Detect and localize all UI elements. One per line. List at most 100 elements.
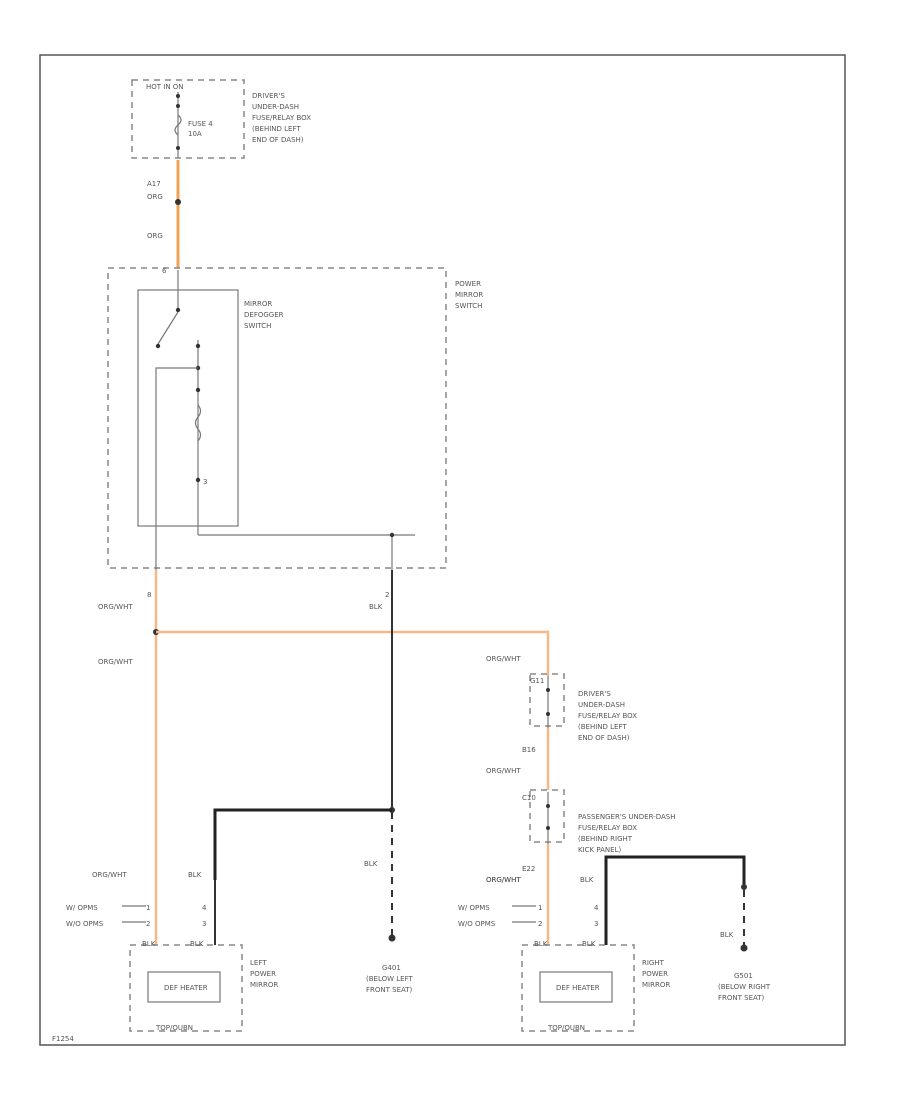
right-ground-line-1: G501 (734, 972, 753, 980)
passenger-fuse-block: C10 PASSENGER'S UNDER-DASH FUSE/RELAY BO… (486, 789, 675, 884)
top-fuse-loc-3: FUSE/RELAY BOX (252, 114, 311, 122)
passenger-fuse-loc-4: KICK PANEL) (578, 846, 621, 854)
driver-fuse-block: ORG/WHT G11 DRIVER'S UNDER-DASH FUSE/REL… (486, 655, 637, 775)
top-fuse-block: HOT IN ON FUSE 4 10A DRIVER'S UNDER-DASH… (131, 79, 311, 159)
left-mirror-opt-2: W/O OPMS (66, 920, 104, 928)
switch-contact (157, 311, 179, 345)
left-power-mirror: ORG/WHT BLK W/ OPMS W/O OPMS 1 2 4 3 BLK… (66, 871, 278, 1032)
left-mirror-ground-wire (213, 808, 392, 880)
top-fuse-loc-4: (BEHIND LEFT (252, 125, 301, 133)
left-mirror-title-2: POWER (250, 970, 276, 978)
switch-title-3: SWITCH (455, 302, 482, 310)
driver-fuse-connector: G11 (530, 677, 544, 685)
driver-fuse-connector-id: B16 (522, 746, 536, 754)
ground-branch-wire: BLK (369, 603, 383, 611)
left-ground-line-3: FRONT SEAT) (366, 986, 413, 994)
left-ground-line-2: (BELOW LEFT (366, 975, 413, 983)
power-mirror-switch-box (107, 267, 447, 569)
left-mirror-bottom-left: BLK (142, 940, 156, 948)
right-mirror-ground-wire (604, 855, 746, 945)
right-ground-line-3: FRONT SEAT) (718, 994, 765, 1002)
defogger-switch-box (137, 289, 239, 527)
right-mirror-bottom-left: BLK (534, 940, 548, 948)
right-mirror-pin-4: 3 (594, 920, 598, 928)
defogger-label-2: DEFOGGER (244, 311, 284, 319)
right-mirror-title-3: MIRROR (642, 981, 670, 989)
right-power-mirror: ORG/WHT BLK W/ OPMS W/O OPMS 1 2 4 3 BLK… (458, 855, 771, 1032)
power-mirror-switch: POWER MIRROR SWITCH 6 MIRROR DEFOGGER SW… (107, 267, 483, 570)
passenger-fuse-box (529, 789, 565, 843)
right-mirror-title-1: RIGHT (642, 959, 665, 967)
right-mirror-wire-org: ORG/WHT (486, 876, 521, 884)
hot-wire-label-2: ORG (147, 193, 163, 201)
top-fuse-box (131, 79, 245, 159)
diagram-frame (39, 54, 846, 1046)
left-mirror-title-3: MIRROR (250, 981, 278, 989)
right-mirror-opt-2: W/O OPMS (458, 920, 496, 928)
left-ground-wire: BLK (364, 860, 378, 868)
left-mirror-pin-1: 1 (146, 904, 150, 912)
driver-fuse-wire-top: ORG/WHT (486, 655, 521, 663)
left-ground-point (388, 934, 396, 942)
hot-wire-splice (175, 199, 181, 205)
right-mirror-box (521, 944, 635, 1032)
top-fuse-loc-5: END OF DASH) (252, 136, 304, 144)
figure-id: F1254 (52, 1035, 74, 1043)
right-mirror-heater-label: DEF HEATER (556, 984, 600, 992)
top-fuse-loc-2: UNDER-DASH (252, 103, 299, 111)
driver-fuse-loc-5: END OF DASH) (578, 734, 630, 742)
left-ground-line-1: G401 (382, 964, 401, 972)
switch-pin-mid: 3 (203, 478, 207, 486)
driver-fuse-box (529, 673, 565, 727)
left-branch-wire: ORG/WHT (98, 603, 133, 611)
left-branch-wire-lower: ORG/WHT (98, 658, 133, 666)
left-mirror-bottom-right: BLK (190, 940, 204, 948)
left-mirror-footer: TOP/OUBN (155, 1024, 193, 1032)
left-mirror-wire-org: ORG/WHT (92, 871, 127, 879)
right-mirror-bottom-right: BLK (582, 940, 596, 948)
right-mirror-pin-2: 2 (538, 920, 542, 928)
left-mirror-pin-4: 3 (202, 920, 206, 928)
right-mirror-footer: TOP/OUBN (547, 1024, 585, 1032)
passenger-fuse-loc-1: PASSENGER'S UNDER-DASH (578, 813, 675, 821)
passenger-fuse-wire-bottom: ORG/WHT (486, 876, 521, 884)
hot-wire-label-3: ORG (147, 232, 163, 240)
defogger-label-1: MIRROR (244, 300, 272, 308)
driver-fuse-loc-1: DRIVER'S (578, 690, 611, 698)
right-mirror-heater (539, 971, 613, 1003)
switch-pin-top: 6 (162, 267, 167, 275)
top-fuse-label-2: 10A (188, 130, 202, 138)
driver-fuse-loc-3: FUSE/RELAY BOX (578, 712, 637, 720)
hot-wire-label-1: A17 (147, 180, 161, 188)
left-mirror-heater (147, 971, 221, 1003)
left-mirror-box (129, 944, 243, 1032)
left-mirror-heater-label: DEF HEATER (164, 984, 208, 992)
left-mirror-opt-1: W/ OPMS (66, 904, 98, 912)
switch-title-1: POWER (455, 280, 481, 288)
driver-fuse-loc-2: UNDER-DASH (578, 701, 625, 709)
left-mirror-pin-2: 2 (146, 920, 150, 928)
passenger-fuse-loc-2: FUSE/RELAY BOX (578, 824, 637, 832)
left-mirror-pin-3: 4 (202, 904, 207, 912)
switch-ground-line (198, 534, 393, 570)
indicator-resistor (194, 404, 202, 442)
left-mirror-title-1: LEFT (250, 959, 267, 967)
driver-fuse-wire-bottom: ORG/WHT (486, 767, 521, 775)
fuse-symbol (174, 114, 182, 136)
right-mirror-pin-3: 4 (594, 904, 599, 912)
right-ground-point (740, 944, 748, 952)
left-mirror-wire-blk: BLK (188, 871, 202, 879)
right-mirror-opt-1: W/ OPMS (458, 904, 490, 912)
ground-branch-pin: 2 (385, 591, 389, 599)
switch-output-line (155, 367, 198, 570)
top-fuse-header: HOT IN ON (146, 83, 184, 91)
top-fuse-loc-1: DRIVER'S (252, 92, 285, 100)
top-fuse-label-1: FUSE 4 (188, 120, 213, 128)
right-mirror-wire-blk: BLK (580, 876, 594, 884)
passenger-fuse-connector: C10 (522, 794, 536, 802)
right-ground-wire: BLK (720, 931, 734, 939)
driver-fuse-loc-4: (BEHIND LEFT (578, 723, 627, 731)
right-ground-line-2: (BELOW RIGHT (718, 983, 771, 991)
passenger-fuse-connector-id: E22 (522, 865, 535, 873)
